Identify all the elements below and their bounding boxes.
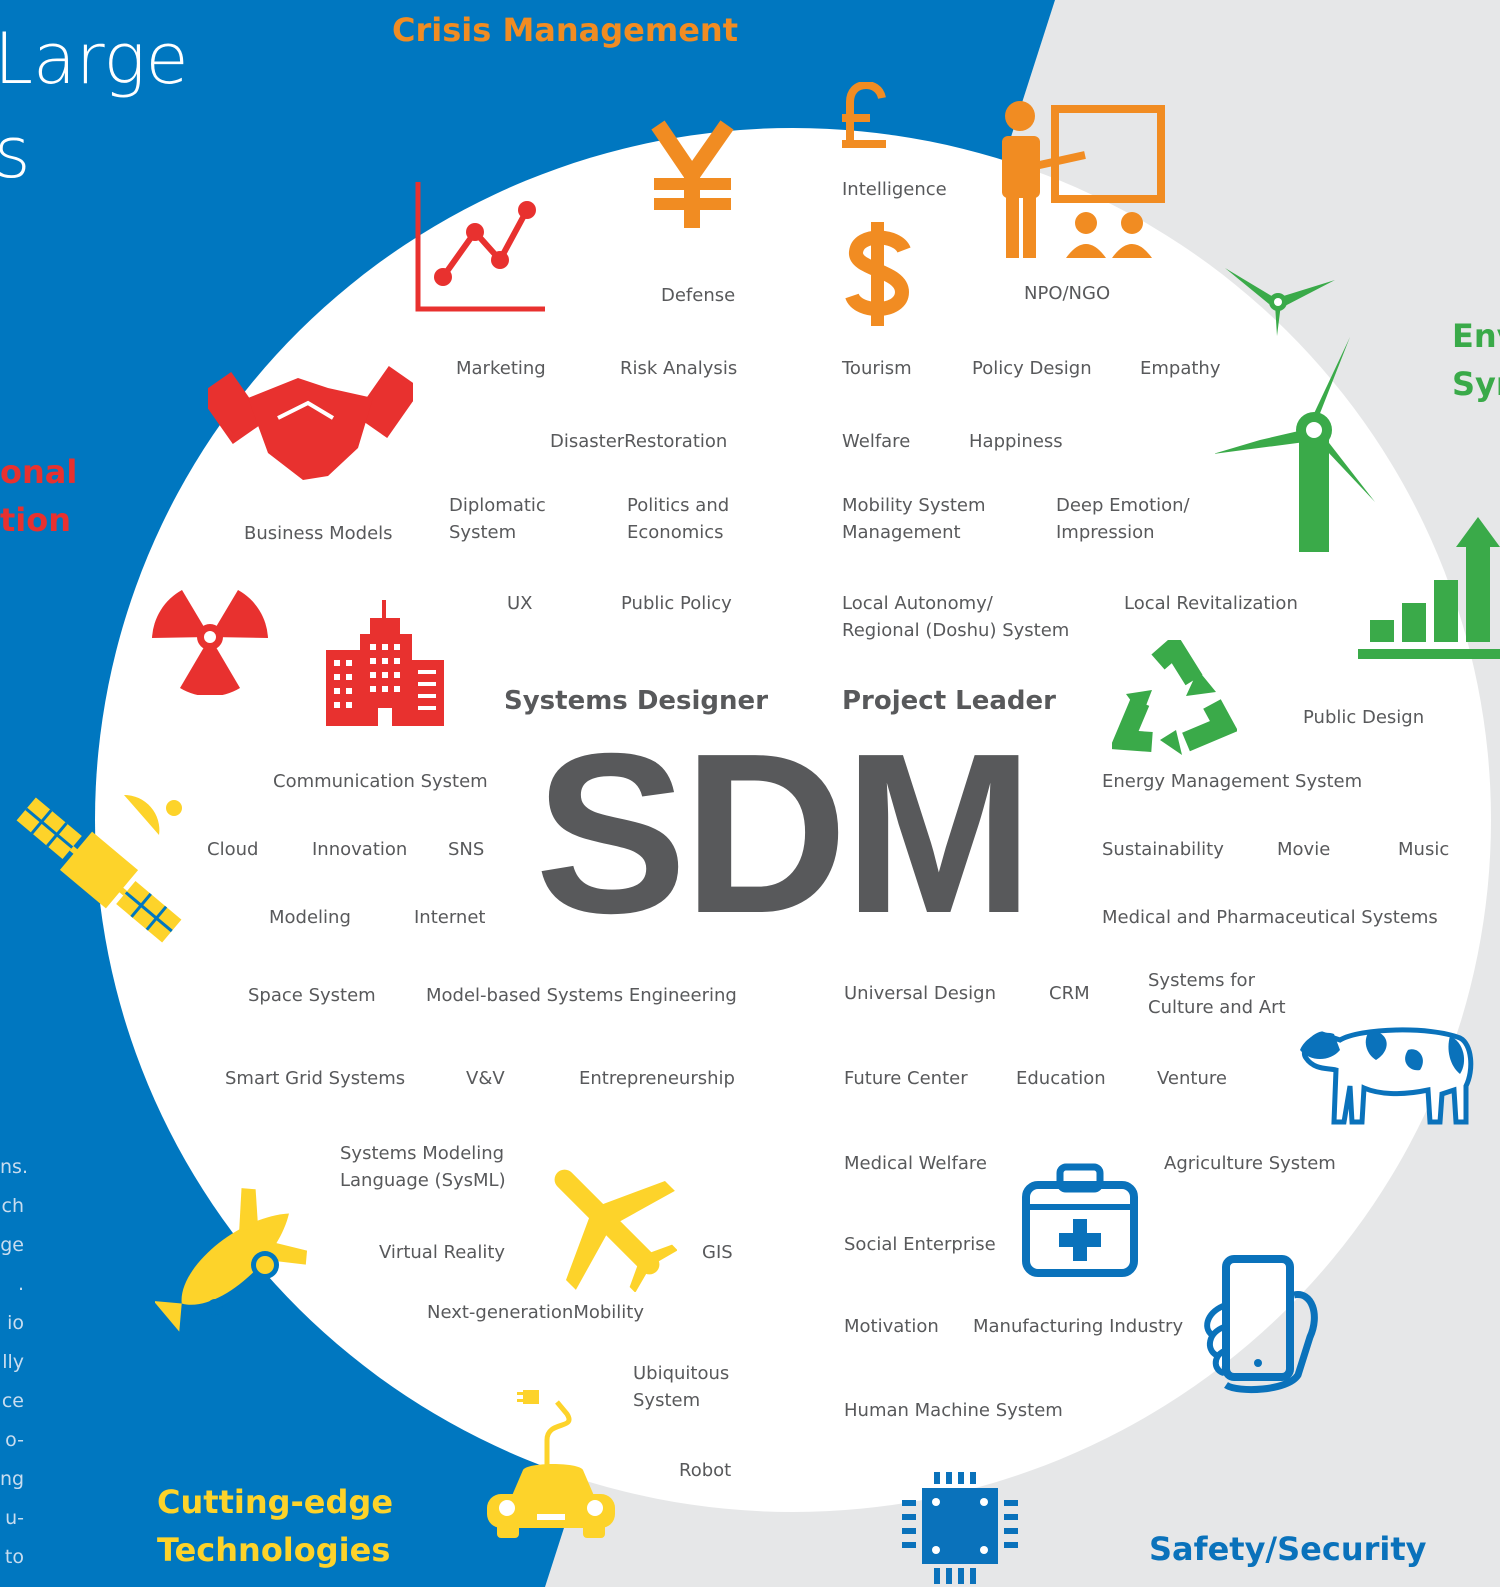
kw-space: Space System [248,985,376,1006]
kw-human-machine: Human Machine System [844,1400,1063,1421]
kw-ubiquitous: Ubiquitous System [633,1363,730,1411]
kw-agriculture: Agriculture System [1164,1153,1336,1174]
kw-smart-grid: Smart Grid Systems [225,1068,406,1089]
kw-crm: CRM [1049,983,1090,1004]
kw-deep-emotion: Deep Emotion/ Impression [1056,495,1190,543]
kw-music: Music [1398,839,1450,860]
kw-innovation: Innovation [312,839,408,860]
kw-ux: UX [507,593,533,614]
category-crisis: Crisis Management [392,11,738,49]
chip-icon [902,1472,1018,1584]
presenter-icon [1002,101,1165,258]
kw-sustainability: Sustainability [1102,839,1224,860]
recycle-icon [1112,640,1237,755]
kw-marketing: Marketing [456,358,546,379]
kw-risk: Risk Analysis [620,358,738,379]
kw-motivation: Motivation [844,1316,939,1337]
kw-energy: Energy Management System [1102,771,1363,792]
category-environment: Env Syr [1452,317,1500,403]
kw-entrepreneurship: Entrepreneurship [579,1068,735,1089]
kw-modeling: Modeling [269,907,351,928]
systems-designer-label: Systems Designer [504,686,769,716]
kw-sysml: Systems Modeling Language (SysML) [340,1143,506,1191]
kw-happiness: Happiness [969,431,1063,452]
kw-venture: Venture [1157,1068,1227,1089]
category-safety: Safety/Security [1149,1530,1427,1568]
project-leader-label: Project Leader [842,686,1056,716]
kw-intelligence: Intelligence [842,179,947,200]
kw-business-models: Business Models [244,523,393,544]
airplane-icon [554,1169,677,1292]
kw-tourism: Tourism [842,358,912,379]
category-cutting-edge: Cutting-edge Technologies [157,1483,394,1569]
kw-welfare: Welfare [842,431,911,452]
satellite-icon [16,794,182,943]
kw-social-enterprise: Social Enterprise [844,1234,996,1255]
category-organizational: onal tion [0,453,78,539]
kw-communication: Communication System [273,771,488,792]
smartphone-icon [1204,1255,1318,1394]
kw-universal: Universal Design [844,983,996,1004]
kw-public-design: Public Design [1303,707,1425,728]
medical-kit-icon [1022,1163,1138,1277]
kw-vr: Virtual Reality [379,1242,506,1263]
kw-cloud: Cloud [207,839,259,860]
kw-gis: GIS [702,1242,733,1263]
kw-movie: Movie [1277,839,1331,860]
kw-mobility-mgmt: Mobility System Management [842,495,986,543]
kw-robot: Robot [679,1460,732,1481]
radiation-icon [152,590,268,695]
kw-npo: NPO/NGO [1024,283,1111,304]
bar-chart-up-icon [1358,517,1500,659]
page-title: Large s [0,18,189,194]
rocket-icon [155,1188,308,1332]
yen-icon [651,120,734,228]
kw-medical-pharma: Medical and Pharmaceutical Systems [1102,907,1438,928]
pound-icon [842,82,886,148]
kw-public-policy: Public Policy [621,593,732,614]
kw-next-mobility: Next-generationMobility [427,1302,645,1323]
kw-sns: SNS [448,839,485,860]
handshake-icon [208,365,413,480]
building-icon [326,600,444,726]
kw-diplomatic: Diplomatic System [449,495,546,543]
side-description: ns. ch ge . io lly ce o- ng u- to [0,1156,28,1568]
kw-vv: V&V [466,1068,505,1089]
electric-car-icon [487,1390,615,1538]
center-circle [95,128,1491,1512]
kw-internet: Internet [414,907,486,928]
cow-icon [1300,1027,1474,1125]
dollar-icon [845,222,911,326]
kw-disaster: DisasterRestoration [550,431,728,452]
kw-future-center: Future Center [844,1068,968,1089]
kw-local-autonomy: Local Autonomy/ Regional (Doshu) System [842,593,1070,641]
kw-empathy: Empathy [1140,358,1221,379]
kw-education: Education [1016,1068,1106,1089]
kw-culture-art: Systems for Culture and Art [1148,970,1286,1018]
kw-mbse: Model-based Systems Engineering [426,985,737,1006]
wind-turbine-icon [1215,268,1375,552]
sdm-logo: SDM [535,707,1034,961]
kw-politics: Politics and Economics [627,495,730,543]
line-chart-icon [415,182,545,312]
kw-medical-welfare: Medical Welfare [844,1153,987,1174]
kw-defense: Defense [661,285,736,306]
kw-manufacturing: Manufacturing Industry [973,1316,1184,1337]
kw-policy-design: Policy Design [972,358,1092,379]
kw-local-revital: Local Revitalization [1124,593,1298,614]
